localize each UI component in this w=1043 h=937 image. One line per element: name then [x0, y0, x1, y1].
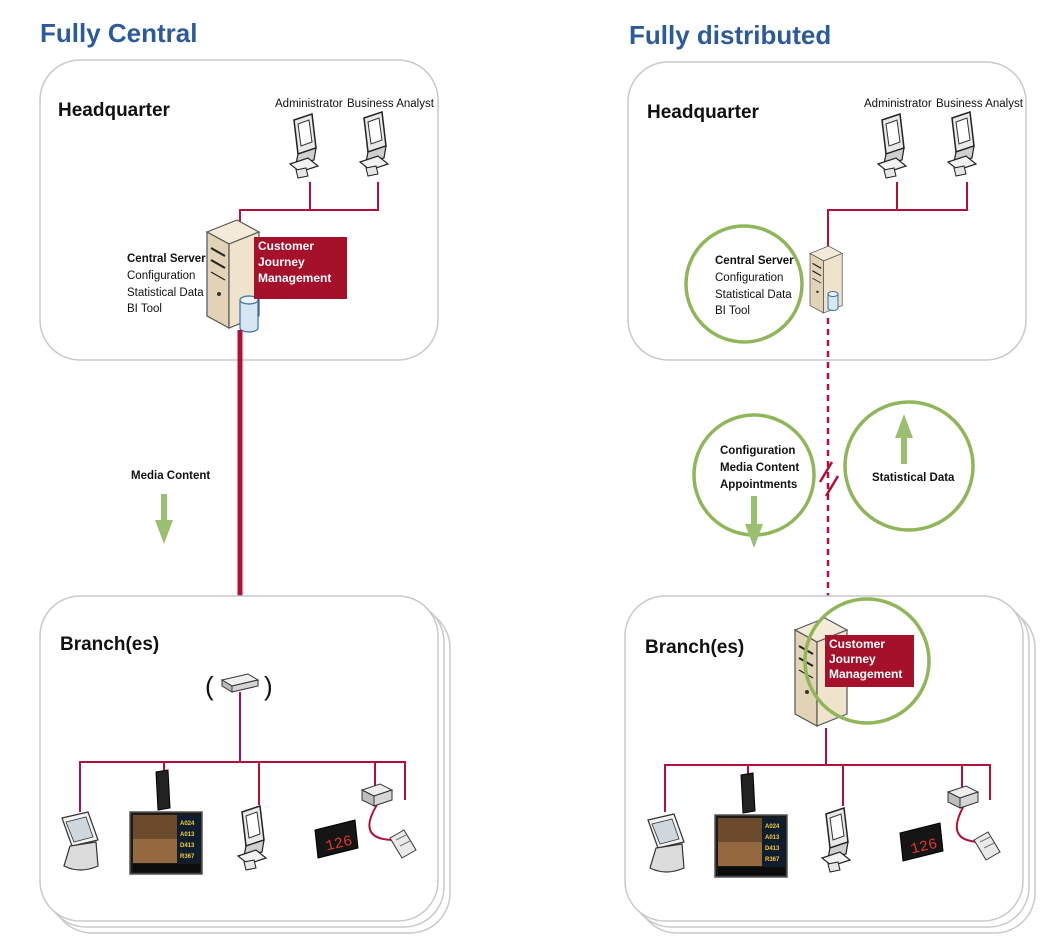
right-ticket-display-icon: [899, 822, 944, 862]
right-hq-link-2: [897, 182, 968, 211]
left-router-icon: [220, 673, 260, 693]
right-up-arrow-icon: [895, 414, 913, 464]
left-screen-row-4: R367: [180, 854, 195, 860]
left-screen-row-1: A024: [180, 821, 195, 827]
right-screen-row-3: D413: [765, 846, 780, 852]
right-cjm-box: [825, 635, 914, 687]
right-ticket-number: 126: [909, 836, 939, 859]
left-screen-row-3: D413: [180, 843, 195, 849]
right-up-flow-label: Statistical Data: [872, 472, 955, 484]
right-down-flow-line-2: Media Content: [720, 462, 799, 474]
left-down-arrow-icon: [155, 494, 173, 544]
left-server-line-2: Statistical Data: [127, 287, 204, 299]
right-cjm-line-1: Customer: [829, 637, 885, 651]
left-branch-cable: [368, 799, 396, 841]
left-ticket-display-icon: [314, 819, 359, 859]
right-server-line-2: Statistical Data: [715, 289, 792, 301]
left-server-line-1: Configuration: [127, 270, 195, 282]
right-screen-row-4: R367: [765, 857, 780, 863]
right-keypad-icon: [973, 831, 1001, 861]
left-title: Fully Central: [40, 18, 197, 48]
right-down-flow-line-3: Appointments: [720, 479, 797, 491]
right-media-screen-icon: [714, 772, 788, 878]
right-branch-highlight-ring: [803, 597, 931, 725]
left-hq-link: [239, 182, 311, 230]
right-printer-icon: [946, 785, 980, 809]
left-kiosk-icon: [61, 811, 99, 871]
right-break-mark-1: [818, 461, 834, 483]
right-hq-link: [827, 182, 898, 252]
left-ticket-number: 126: [324, 833, 354, 856]
left-router-paren-close: ): [264, 671, 273, 701]
right-cjm-line-2: Journey: [829, 652, 876, 666]
right-headquarter-title: Headquarter: [647, 102, 760, 123]
right-branch-bus: [664, 764, 991, 812]
left-hq-link-2: [310, 182, 379, 211]
left-server-line-3: BI Tool: [127, 303, 162, 315]
right-branch-title: Branch(es): [645, 637, 744, 658]
left-branch-title: Branch(es): [60, 634, 159, 655]
right-server-line-1: Configuration: [715, 272, 783, 284]
left-media-screen-icon: [129, 769, 203, 875]
left-cjm-box: [254, 237, 347, 299]
right-down-arrow-icon: [745, 496, 763, 548]
left-database-icon: [239, 295, 259, 333]
right-business-analyst-label: Business Analyst: [936, 98, 1024, 110]
left-flow-label: Media Content: [131, 470, 210, 482]
left-central-server-name: Central Server: [127, 253, 206, 265]
right-title: Fully distributed: [629, 20, 831, 50]
left-business-analyst-label: Business Analyst: [347, 98, 435, 110]
right-up-flow-ring: [843, 400, 975, 532]
left-screen-row-2: A013: [180, 832, 195, 838]
left-router-paren-open: (: [205, 671, 214, 701]
right-cjm-line-3: Management: [829, 667, 902, 681]
right-screen-row-1: A024: [765, 824, 780, 830]
left-headquarter-title: Headquarter: [58, 100, 171, 121]
left-branch-bus: [79, 761, 406, 812]
right-central-server-name: Central Server: [715, 255, 794, 267]
right-administrator-label: Administrator: [864, 98, 932, 110]
right-kiosk-icon: [647, 813, 685, 873]
left-cjm-line-2: Journey: [258, 255, 305, 269]
left-printer-icon: [360, 783, 394, 807]
right-hq-highlight-ring: [684, 224, 804, 344]
right-screen-row-2: A013: [765, 835, 780, 841]
left-cjm-line-3: Management: [258, 271, 331, 285]
right-down-flow-line-1: Configuration: [720, 445, 795, 457]
left-administrator-label: Administrator: [275, 98, 343, 110]
left-cjm-line-1: Customer: [258, 239, 314, 253]
right-break-mark-2: [824, 475, 840, 497]
left-keypad-icon: [389, 829, 417, 859]
right-server-line-3: BI Tool: [715, 305, 750, 317]
right-database-icon: [827, 291, 839, 311]
